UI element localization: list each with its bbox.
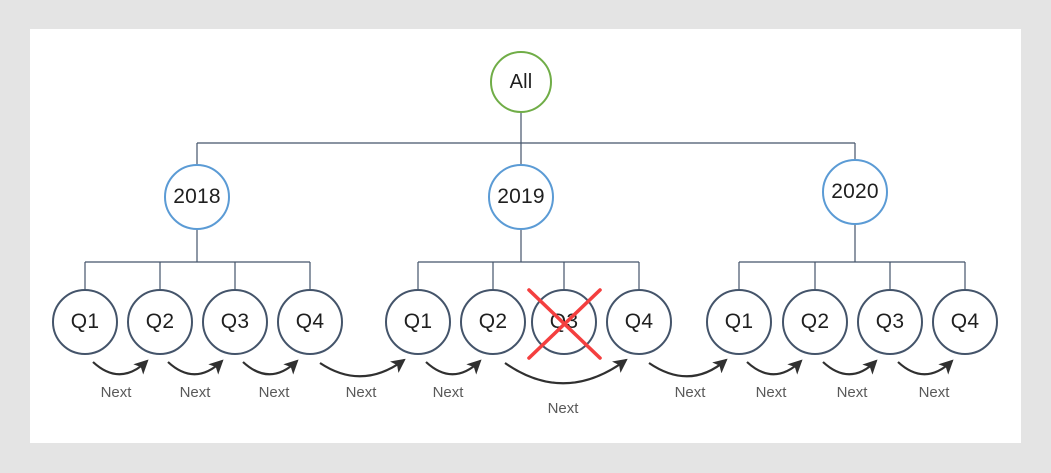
node-quarter-label: Q4 [950,310,980,333]
next-arrow-label: Next [100,384,132,401]
node-quarter-label: Q3 [875,310,905,333]
node-2020-q4: Q4 [932,289,998,355]
node-all: All [490,51,552,113]
node-year-label: 2018 [173,185,221,208]
node-2020-q3: Q3 [857,289,923,355]
node-quarter-label: Q4 [295,310,325,333]
node-2020-q1: Q1 [706,289,772,355]
node-quarter-label: Q3 [549,310,579,333]
node-quarter-label: Q3 [220,310,250,333]
node-2018-q4: Q4 [277,289,343,355]
node-2019-q3-excluded: Q3 [531,289,597,355]
next-arrow-label-skip: Next [547,400,579,417]
next-arrow-label: Next [918,384,950,401]
node-quarter-label: Q4 [624,310,654,333]
node-quarter-label: Q2 [478,310,508,333]
node-2018-q2: Q2 [127,289,193,355]
node-year-2020: 2020 [822,159,888,225]
next-arrow-label: Next [836,384,868,401]
node-2019-q1: Q1 [385,289,451,355]
next-arrow-label: Next [258,384,290,401]
node-year-2019: 2019 [488,164,554,230]
node-quarter-label: Q2 [800,310,830,333]
node-2018-q3: Q3 [202,289,268,355]
next-arrow-label: Next [674,384,706,401]
next-arrow-label: Next [179,384,211,401]
node-2020-q2: Q2 [782,289,848,355]
node-quarter-label: Q1 [724,310,754,333]
node-year-label: 2019 [497,185,545,208]
node-year-label: 2020 [831,180,879,203]
node-2019-q2: Q2 [460,289,526,355]
node-2018-q1: Q1 [52,289,118,355]
node-quarter-label: Q1 [70,310,100,333]
node-quarter-label: Q1 [403,310,433,333]
next-arrow-label: Next [755,384,787,401]
node-all-label: All [509,70,533,93]
node-2019-q4: Q4 [606,289,672,355]
next-arrow-label: Next [345,384,377,401]
next-arrow-label: Next [432,384,464,401]
node-quarter-label: Q2 [145,310,175,333]
node-year-2018: 2018 [164,164,230,230]
